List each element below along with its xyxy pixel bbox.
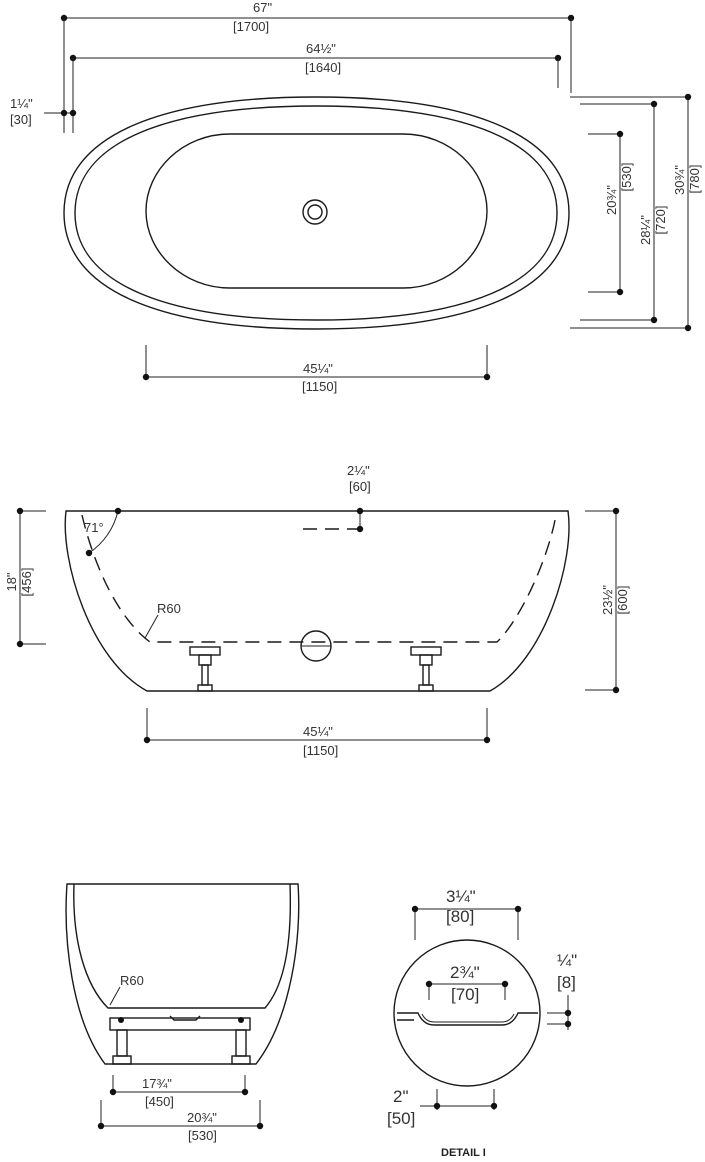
end-right-foot <box>231 1017 251 1065</box>
dim-basin-width: 20¾" <box>604 185 619 215</box>
dim-basin-depth: 18" <box>4 572 19 591</box>
dim-overall-height-metric: [600] <box>615 586 630 615</box>
tub-rim-inner-outline <box>74 105 558 321</box>
dim-circle-width-metric: [80] <box>446 907 474 926</box>
dim-bottom-length: 45¼" <box>303 724 333 739</box>
drain-icon <box>302 199 328 225</box>
dim-rim-thickness: 2¼" <box>347 463 370 478</box>
left-foot <box>189 646 221 692</box>
dim-lip-height-metric: [8] <box>557 973 576 992</box>
end-view: R60 17¾" [450] 20¾" [530] <box>65 883 300 1143</box>
dim-circle-width: 3¼" <box>446 887 476 906</box>
dim-inner-width: 28¼" <box>638 215 653 245</box>
dim-overall-length-metric: [1700] <box>233 19 269 34</box>
dim-basin-length-metric: [1150] <box>302 379 337 394</box>
tub-side-outline <box>64 510 570 692</box>
dim-rim-offset-metric: [30] <box>10 112 32 127</box>
right-foot <box>410 646 442 692</box>
dim-basin-width-metric: [530] <box>619 163 634 192</box>
end-left-foot <box>112 1017 132 1065</box>
radius-label: R60 <box>157 601 181 616</box>
dim-overall-width: 30¾" <box>672 165 687 195</box>
dim-drain-width-metric: [70] <box>451 985 479 1004</box>
angle-label: 71° <box>84 520 104 535</box>
base-plate <box>109 1017 251 1031</box>
drain-inner-icon <box>307 204 323 220</box>
detail-circle <box>393 939 541 1087</box>
detail-rim-profile <box>397 1012 538 1026</box>
dim-bottom-width-metric: [50] <box>387 1109 415 1128</box>
dim-feet-span: 17¾" <box>142 1076 172 1091</box>
dim-base-width-metric: [530] <box>188 1128 217 1143</box>
dim-rim-thickness-metric: [60] <box>349 479 371 494</box>
tub-outer-outline <box>63 96 570 330</box>
dim-inner-width-metric: [720] <box>653 206 668 235</box>
detail-title: DETAIL I <box>441 1147 486 1159</box>
tub-end-inner <box>73 883 292 1009</box>
dim-drain-width: 2¾" <box>450 963 480 982</box>
dim-overall-height: 23½" <box>600 585 615 615</box>
dim-base-width: 20¾" <box>187 1110 217 1125</box>
basin-dashed-profile <box>81 514 557 643</box>
dim-bottom-length-metric: [1150] <box>303 743 338 758</box>
basin-outline <box>145 133 488 289</box>
side-view: 2¼" [60] 71° R60 18" <box>4 463 630 758</box>
dim-feet-span-metric: [450] <box>145 1094 174 1109</box>
dim-overall-length: 67" <box>253 0 272 15</box>
dim-bottom-width: 2" <box>393 1087 409 1106</box>
dim-basin-depth-metric: [456] <box>19 568 34 597</box>
top-view: 67" [1700] 64½" [1640] 1¼" [30] 45¼" [11… <box>10 0 702 394</box>
dim-inner-rim-length: 64½" <box>306 41 336 56</box>
dim-inner-rim-length-metric: [1640] <box>305 60 341 75</box>
detail-view: 3¼" [80] 2¾" [70] ¼" [8] 2" [50] DETAIL … <box>387 887 577 1159</box>
dim-basin-length: 45¼" <box>303 361 333 376</box>
dim-rim-offset: 1¼" <box>10 96 33 111</box>
tub-end-outline <box>65 883 300 1065</box>
dim-overall-width-metric: [780] <box>687 165 702 194</box>
dim-lip-height: ¼" <box>557 951 577 970</box>
end-radius-label: R60 <box>120 973 144 988</box>
